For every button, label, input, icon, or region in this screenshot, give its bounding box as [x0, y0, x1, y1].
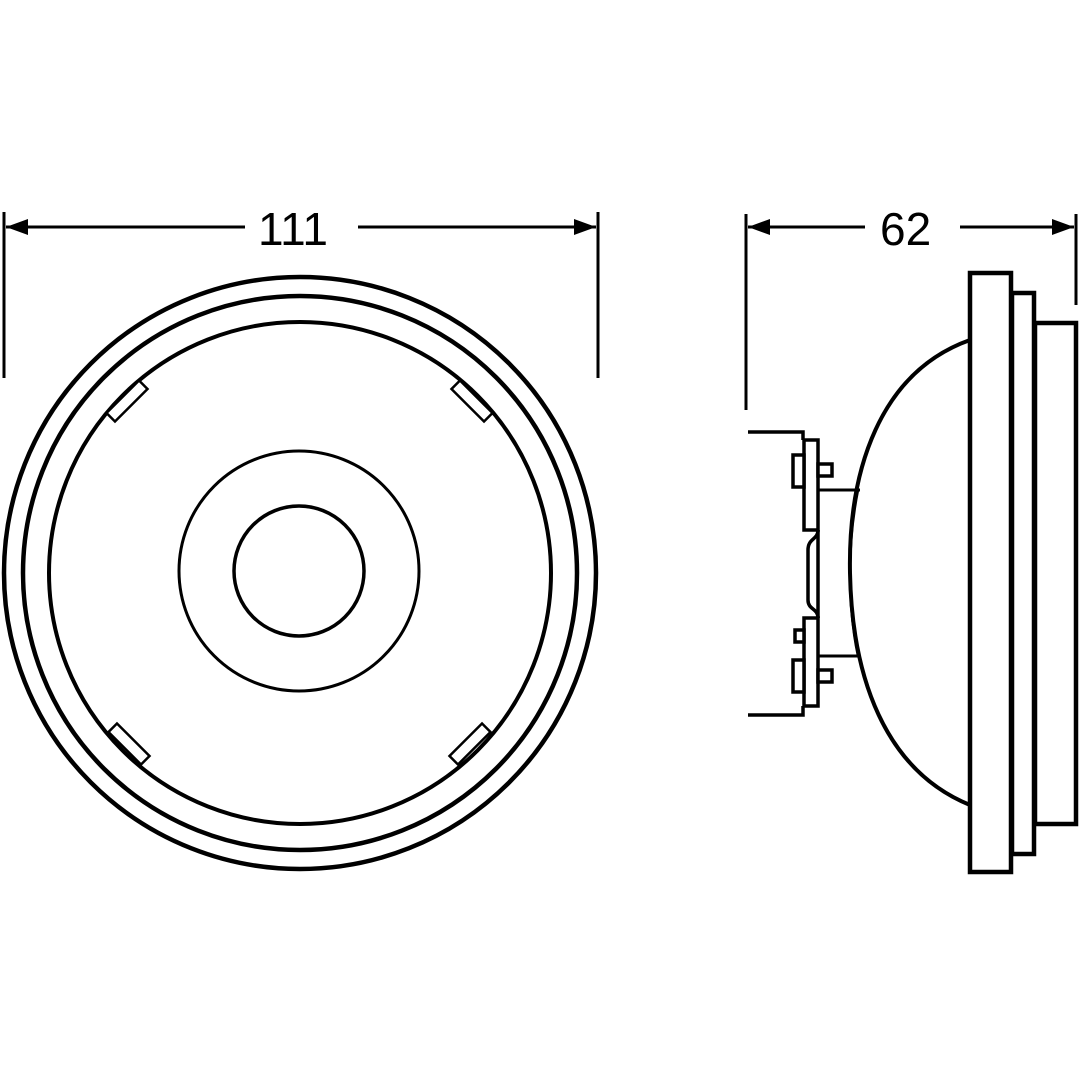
rim-flange: [967, 270, 1014, 875]
clip-tab-bottom-left: [106, 721, 152, 767]
clip-tabs: [104, 378, 495, 767]
length-label: 62: [880, 203, 932, 255]
base-spine: [806, 529, 820, 619]
reflector-bowl: [847, 338, 971, 807]
pin-lower-stub: [793, 628, 806, 644]
pin-upper-right: [816, 462, 834, 478]
length-dimension: [744, 214, 1078, 410]
clip-tab-top-right: [449, 378, 495, 424]
clip-tab-top-left: [104, 378, 150, 424]
clip-tab-bottom-right: [447, 721, 493, 767]
base-neck: [817, 488, 860, 658]
pin-lower-left: [791, 658, 806, 694]
pin-lower-right: [816, 668, 834, 684]
outer-rim-ring: [1, 274, 599, 872]
front-view: [1, 212, 600, 872]
inner-rim-ring: [47, 320, 553, 826]
base-outline: [748, 430, 805, 717]
pin-upper-left: [791, 453, 806, 489]
center-inner-ring: [232, 504, 366, 638]
g53-base: [748, 430, 834, 717]
front-lens: [1032, 320, 1079, 827]
middle-rim-ring: [20, 293, 580, 853]
base-plate-lower: [802, 616, 820, 708]
rim-step: [1009, 290, 1037, 857]
diameter-label: 111: [258, 203, 328, 255]
diameter-dimension: [2, 212, 600, 378]
base-plate-upper: [802, 438, 820, 532]
center-outer-ring: [177, 449, 421, 693]
side-view: [744, 214, 1079, 875]
